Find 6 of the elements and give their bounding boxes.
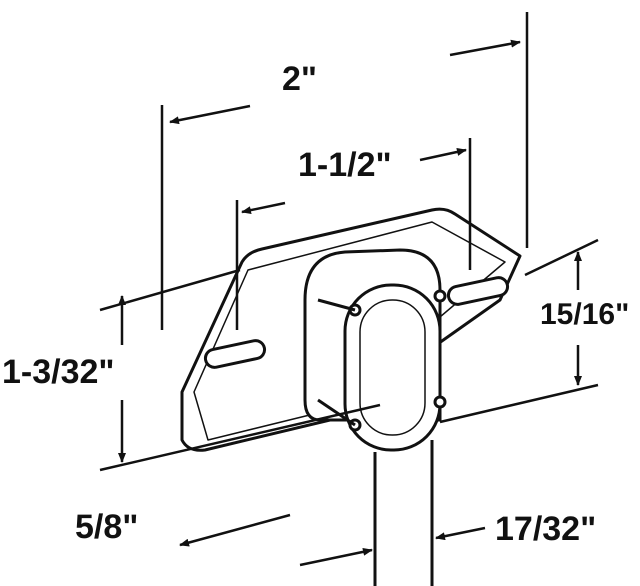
dimension-label: 1-1/2" [298, 148, 392, 182]
dimension-label: 17/32" [495, 512, 596, 546]
dimension-label: 15/16" [540, 300, 630, 330]
dimension-label: 2" [282, 62, 318, 96]
dimension-label: 1-3/32" [2, 355, 115, 389]
dimension-label: 5/8" [75, 510, 138, 544]
